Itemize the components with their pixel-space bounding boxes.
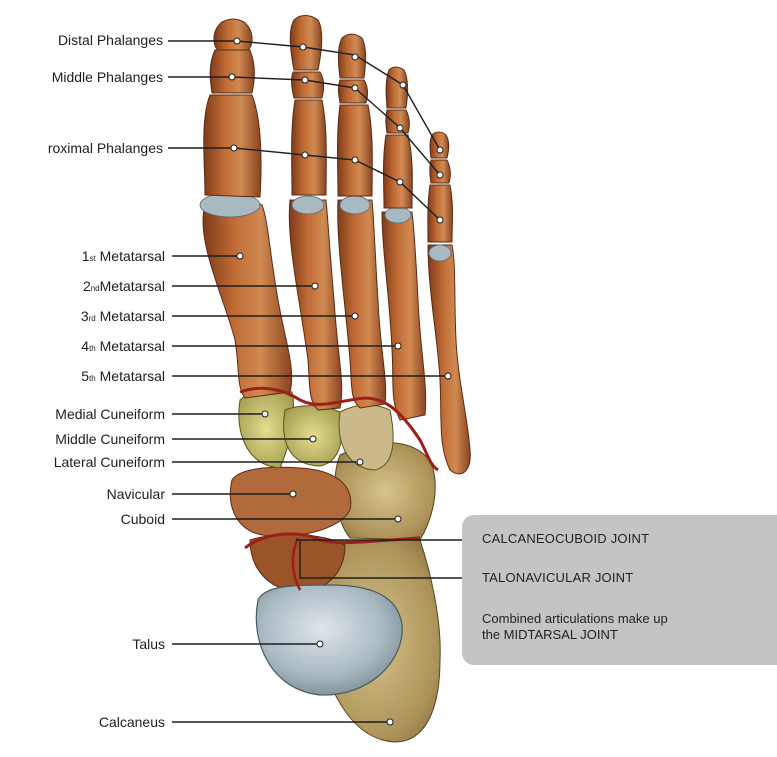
label-medial-cuneiform: Medial Cuneiform xyxy=(0,406,165,422)
label-metatarsal-2: 2ndMetatarsal xyxy=(0,278,165,297)
label-lateral-cuneiform: Lateral Cuneiform xyxy=(0,454,165,470)
metatarsal-2-bone xyxy=(289,200,341,410)
mt5-head xyxy=(429,245,451,261)
label-cuboid: Cuboid xyxy=(0,511,165,527)
label-metatarsal-4: 4th Metatarsal xyxy=(0,338,165,357)
label-talus: Talus xyxy=(0,636,165,652)
midtarsal-note-line2: the MIDTARSAL JOINT xyxy=(482,627,668,643)
metatarsal-5-bone xyxy=(428,245,470,474)
middle-phalanx-5 xyxy=(430,160,450,183)
metatarsal-2-sup: nd xyxy=(91,281,100,297)
metatarsal-4-sup: th xyxy=(89,341,96,357)
label-distal-phalanges: Distal Phalanges xyxy=(0,32,163,48)
metatarsal-1-text: Metatarsal xyxy=(100,248,165,264)
label-navicular: Navicular xyxy=(0,486,165,502)
metatarsal-5-sup: th xyxy=(89,371,96,387)
distal-phalanx-2 xyxy=(290,16,322,71)
midtarsal-note: Combined articulations make up the MIDTA… xyxy=(482,611,668,643)
calcaneocuboid-joint-label: CALCANEOCUBOID JOINT xyxy=(482,531,649,546)
metatarsal-1-bone xyxy=(203,198,292,399)
label-middle-cuneiform: Middle Cuneiform xyxy=(0,431,165,447)
middle-phalanx-1 xyxy=(210,50,254,93)
middle-phalanx-2 xyxy=(291,72,323,98)
navicular-bone xyxy=(230,467,350,536)
metatarsal-1-sup: st xyxy=(90,251,96,267)
label-calcaneus: Calcaneus xyxy=(0,714,165,730)
metatarsal-4-num: 4 xyxy=(81,338,89,354)
metatarsal-3-sup: rd xyxy=(89,311,96,327)
metatarsal-2-num: 2 xyxy=(83,278,91,294)
metatarsal-4-text: Metatarsal xyxy=(100,338,165,354)
label-proximal-phalanges: roximal Phalanges xyxy=(0,140,163,156)
distal-phalanx-1 xyxy=(214,19,252,50)
metatarsal-2-text: Metatarsal xyxy=(100,278,165,294)
middle-phalanx-3 xyxy=(338,80,367,103)
midtarsal-note-line1: Combined articulations make up xyxy=(482,611,668,627)
mt4-head xyxy=(385,207,411,223)
label-metatarsal-3: 3rd Metatarsal xyxy=(0,308,165,327)
label-metatarsal-1: 1st Metatarsal xyxy=(0,248,165,267)
mt3-head xyxy=(340,196,370,214)
label-metatarsal-5: 5th Metatarsal xyxy=(0,368,165,387)
metatarsal-5-num: 5 xyxy=(81,368,89,384)
proximal-phalanx-4 xyxy=(384,135,413,208)
proximal-phalanx-3 xyxy=(338,105,373,196)
metatarsal-3-bone xyxy=(338,200,386,408)
metatarsal-4-bone xyxy=(382,212,426,420)
label-middle-phalanges: Middle Phalanges xyxy=(0,69,163,85)
proximal-phalanx-2 xyxy=(292,100,327,195)
distal-phalanx-5 xyxy=(430,132,449,158)
metatarsal-3-text: Metatarsal xyxy=(100,308,165,324)
talonavicular-joint-label: TALONAVICULAR JOINT xyxy=(482,570,633,585)
mt2-head xyxy=(292,196,324,214)
metatarsal-1-num: 1 xyxy=(82,248,90,264)
proximal-phalanx-5 xyxy=(428,185,453,242)
metatarsal-3-num: 3 xyxy=(81,308,89,324)
metatarsal-5-text: Metatarsal xyxy=(100,368,165,384)
